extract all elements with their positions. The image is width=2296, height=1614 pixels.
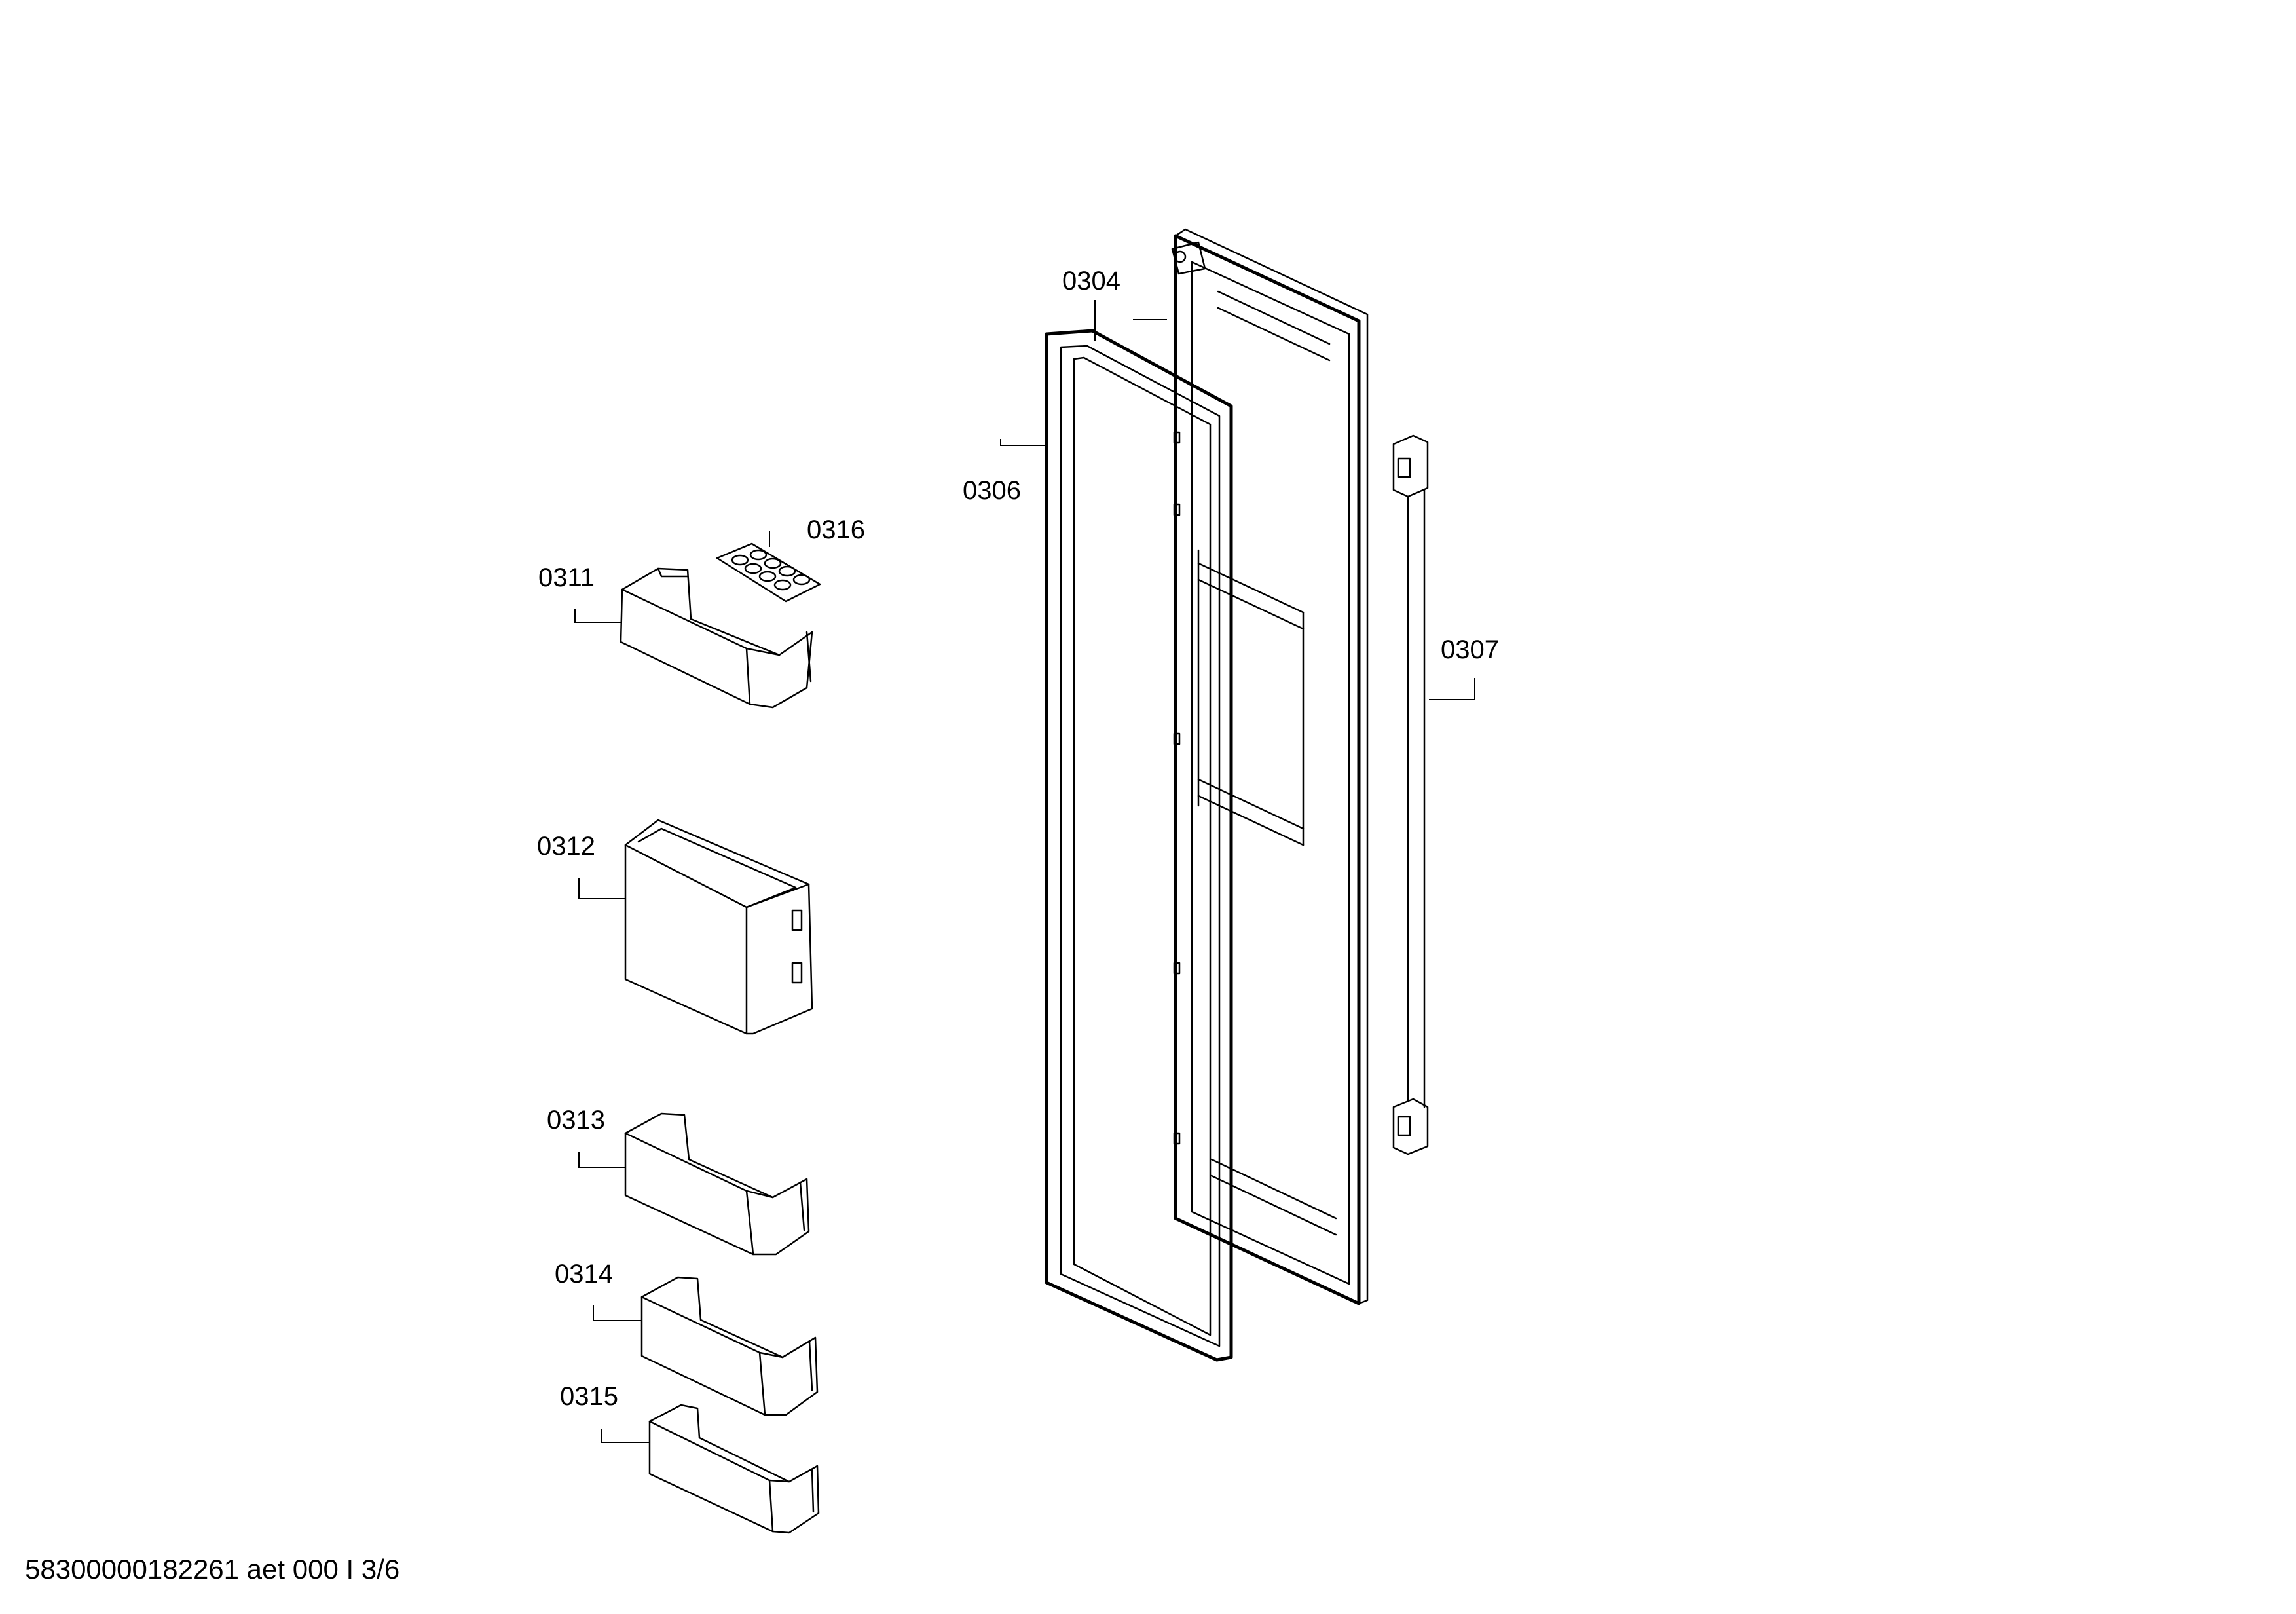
part-label-0312: 0312 <box>537 832 595 861</box>
shelf-mid-part[interactable] <box>624 1112 810 1256</box>
leader-0306 <box>1000 439 1046 446</box>
part-label-0315: 0315 <box>560 1382 618 1411</box>
leader-0314 <box>593 1305 642 1321</box>
part-label-0313: 0313 <box>547 1106 605 1135</box>
shelf-top-part[interactable] <box>620 567 813 709</box>
part-label-0311: 0311 <box>538 563 595 592</box>
door-handle-part[interactable] <box>1392 434 1429 1155</box>
part-label-0307: 0307 <box>1441 635 1499 664</box>
leader-0311 <box>574 609 622 623</box>
part-label-0316: 0316 <box>807 516 865 544</box>
part-label-0306: 0306 <box>963 476 1021 505</box>
dairy-box-part[interactable] <box>624 819 813 1035</box>
door-gasket-part[interactable] <box>1045 329 1233 1362</box>
part-label-0304: 0304 <box>1062 267 1120 295</box>
part-label-0314: 0314 <box>555 1260 613 1288</box>
leader-0307 <box>1429 678 1475 700</box>
egg-tray-part[interactable] <box>716 542 821 603</box>
leader-0313 <box>578 1152 625 1168</box>
shelf-bottom-part[interactable] <box>648 1404 820 1534</box>
leader-0312 <box>578 878 625 899</box>
document-footer: 58300000182261 aet 000 I 3/6 <box>25 1554 400 1585</box>
leader-0315 <box>601 1429 650 1443</box>
shelf-lower-part[interactable] <box>640 1276 819 1416</box>
leader-lines <box>574 300 1475 1443</box>
